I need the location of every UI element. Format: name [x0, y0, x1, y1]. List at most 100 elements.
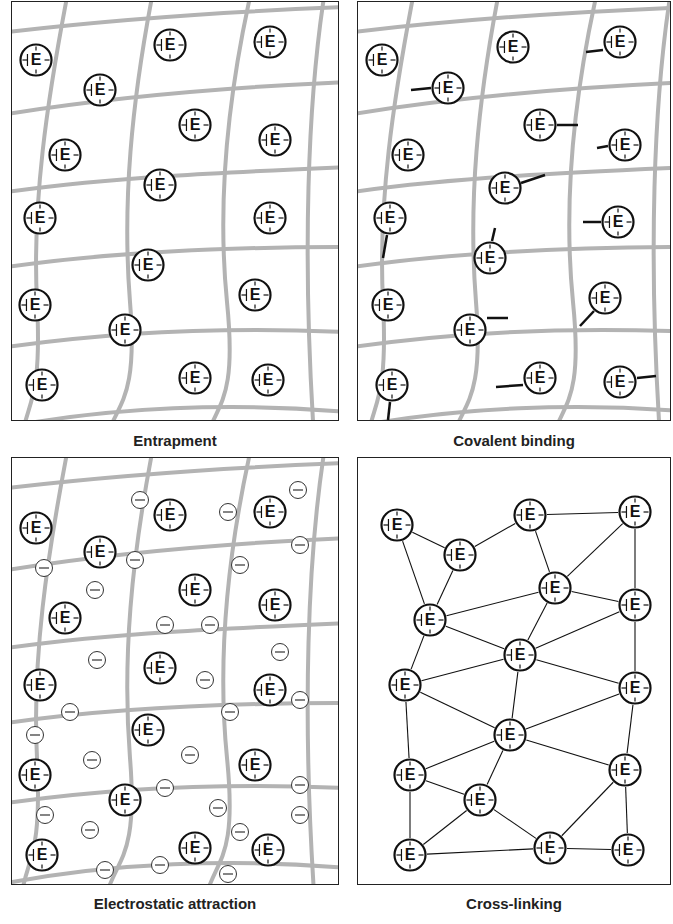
- enzyme-label: E: [403, 147, 414, 163]
- enzyme-circle: E: [601, 205, 635, 239]
- cross-link: [494, 810, 536, 839]
- enzyme-label: E: [30, 767, 41, 783]
- enzyme-label: E: [405, 767, 416, 783]
- enzyme-circle: E: [18, 288, 52, 322]
- enzyme-label: E: [270, 132, 281, 148]
- enzyme-label: E: [35, 210, 46, 226]
- enzyme-circle: E: [523, 108, 557, 142]
- enzyme-circle: E: [131, 248, 165, 282]
- enzyme-circle: E: [18, 758, 52, 792]
- method-label: Covalent binding: [358, 432, 670, 449]
- enzyme-circle: E: [238, 748, 272, 782]
- enzyme-circle: E: [608, 753, 642, 787]
- cross-link: [421, 659, 503, 680]
- enzyme-label: E: [155, 177, 166, 193]
- cross-link: [547, 512, 618, 514]
- enzyme-label: E: [120, 322, 131, 338]
- enzyme-circle: E: [393, 838, 427, 872]
- enzyme-circle: E: [48, 601, 82, 635]
- enzyme-label: E: [377, 52, 388, 68]
- method-panel: EntrapmentEEEEEEEEEEEEEEEEE: [12, 2, 338, 420]
- enzyme-label: E: [270, 597, 281, 613]
- cross-link: [487, 750, 503, 784]
- enzyme-label: E: [475, 792, 486, 808]
- enzyme-circle: E: [380, 508, 414, 542]
- cross-link: [446, 592, 538, 616]
- enzyme-circle: E: [25, 368, 59, 402]
- enzyme-circle: E: [143, 168, 177, 202]
- enzyme-circle: E: [493, 718, 527, 752]
- enzyme-label: E: [35, 677, 46, 693]
- cross-link: [536, 660, 618, 684]
- enzyme-circle: E: [588, 281, 622, 315]
- enzyme-label: E: [392, 517, 403, 533]
- cross-link: [426, 741, 494, 768]
- cross-link: [420, 692, 494, 727]
- enzyme-label: E: [250, 757, 261, 773]
- enzyme-circle: E: [48, 138, 82, 172]
- enzyme-label: E: [265, 34, 276, 50]
- enzyme-circle: E: [391, 138, 425, 172]
- enzyme-circle: E: [431, 71, 465, 105]
- enzyme-circle: E: [618, 495, 652, 529]
- enzyme-circle: E: [473, 241, 507, 275]
- enzyme-circle: E: [388, 668, 422, 702]
- cross-link: [411, 636, 424, 669]
- enzyme-circle: E: [153, 28, 187, 62]
- enzyme-label: E: [385, 210, 396, 226]
- enzyme-circle: E: [533, 831, 567, 865]
- enzyme-label: E: [405, 847, 416, 863]
- enzyme-circle: E: [178, 361, 212, 395]
- cross-link: [572, 592, 619, 602]
- enzyme-label: E: [615, 374, 626, 390]
- cross-link: [562, 782, 613, 835]
- cross-link: [567, 524, 622, 577]
- enzyme-label: E: [425, 612, 436, 628]
- enzyme-label: E: [265, 210, 276, 226]
- cross-link: [526, 740, 608, 765]
- cross-link: [409, 792, 410, 838]
- enzyme-label: E: [550, 580, 561, 596]
- cross-link: [626, 787, 628, 833]
- enzyme-label: E: [37, 847, 48, 863]
- enzyme-label: E: [535, 370, 546, 386]
- enzyme-circle: E: [413, 603, 447, 637]
- enzyme-circle: E: [371, 288, 405, 322]
- enzyme-label: E: [508, 39, 519, 55]
- enzyme-circle: E: [375, 368, 409, 402]
- enzyme-circle: E: [488, 171, 522, 205]
- enzyme-label: E: [190, 370, 201, 386]
- enzyme-label: E: [31, 520, 42, 536]
- enzyme-circle: E: [258, 588, 292, 622]
- cross-link: [528, 603, 547, 640]
- enzyme-label: E: [623, 842, 634, 858]
- method-panel: Cross-linkingEEEEEEEEEEEEEEEEE: [358, 458, 670, 884]
- enzyme-circle: E: [25, 838, 59, 872]
- enzyme-label: E: [615, 34, 626, 50]
- cross-link: [634, 622, 635, 671]
- enzyme-label: E: [465, 322, 476, 338]
- enzyme-circle: E: [496, 30, 530, 64]
- enzyme-circle: E: [178, 573, 212, 607]
- enzyme-label: E: [387, 377, 398, 393]
- enzyme-circle: E: [618, 671, 652, 705]
- cross-link: [536, 612, 620, 648]
- cross-link: [512, 672, 518, 718]
- enzyme-label: E: [443, 80, 454, 96]
- enzyme-label: E: [525, 507, 536, 523]
- cross-link: [536, 531, 550, 572]
- enzyme-label: E: [620, 137, 631, 153]
- enzyme-label: E: [190, 840, 201, 856]
- enzyme-label: E: [505, 727, 516, 743]
- enzyme-circle: E: [19, 43, 53, 77]
- enzyme-circle: E: [608, 128, 642, 162]
- gel-mesh: [12, 2, 338, 420]
- enzyme-label: E: [485, 250, 496, 266]
- enzyme-label: E: [190, 117, 201, 133]
- enzyme-circle: E: [253, 495, 287, 529]
- enzyme-label: E: [535, 117, 546, 133]
- method-label: Cross-linking: [358, 895, 670, 912]
